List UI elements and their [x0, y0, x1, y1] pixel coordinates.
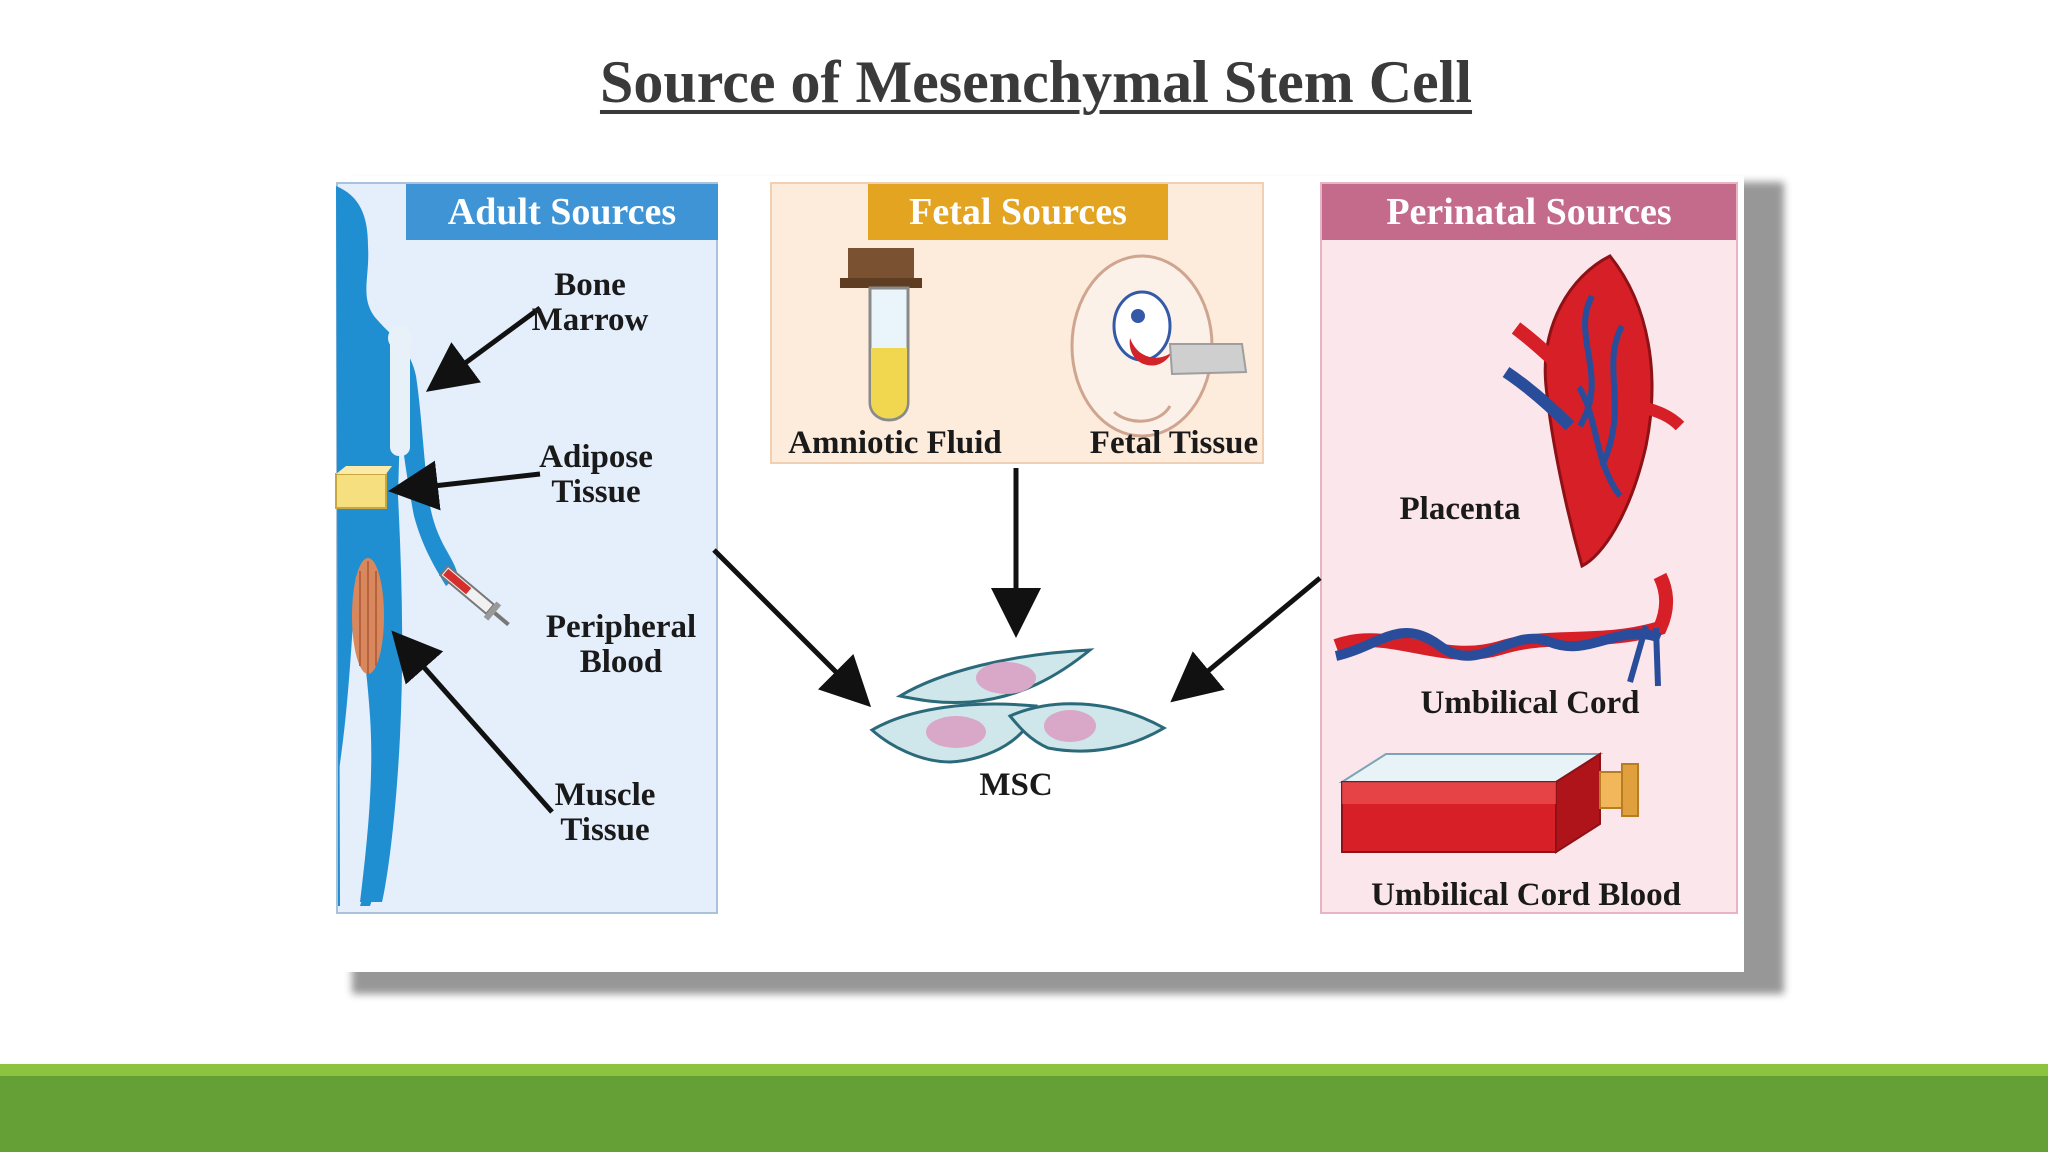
figure-artwork [335, 184, 1685, 906]
label-adipose-tissue: Adipose Tissue [539, 439, 653, 510]
slide-title: Source of Mesenchymal Stem Cell [599, 49, 1473, 115]
label-umbilical-cord: Umbilical Cord [1420, 685, 1640, 721]
label-peripheral-blood: Peripheral Blood [545, 609, 697, 680]
footer-stripe-dark [0, 1076, 2048, 1152]
arrow-muscle [391, 630, 554, 814]
fetal-tissue-embryo-icon [1070, 254, 1248, 438]
adult-sources-panel: Adult Sources [336, 182, 718, 914]
label-amniotic-fluid: Amniotic Fluid [788, 425, 1002, 461]
footer-stripe-light [0, 1064, 2048, 1076]
arrow-bone-marrow [425, 305, 542, 392]
arrow-adipose [388, 460, 541, 511]
msc-sources-figure: Adult Sources Fetal Sources Perinatal So… [330, 176, 1744, 972]
label-placenta: Placenta [1399, 491, 1521, 527]
arrow-perinatal-msc [1170, 576, 1322, 703]
fetal-sources-header: Fetal Sources [868, 184, 1168, 240]
amniotic-fluid-tube-icon [840, 248, 922, 422]
label-fetal-tissue: Fetal Tissue [1089, 425, 1259, 461]
perinatal-sources-header: Perinatal Sources [1322, 184, 1736, 240]
msc-cells-icon [869, 648, 1168, 764]
placenta-icon [1502, 254, 1685, 569]
arrow-adult-msc [712, 548, 872, 708]
adult-sources-header: Adult Sources [406, 184, 718, 240]
label-umbilical-cord-blood: Umbilical Cord Blood [1371, 877, 1681, 913]
umbilical-cord-icon [1333, 572, 1673, 687]
cord-blood-flask-icon [1338, 752, 1639, 854]
label-bone-marrow: Bone Marrow [531, 267, 649, 338]
label-msc: MSC [979, 767, 1053, 803]
human-body-icon [335, 184, 510, 906]
label-muscle-tissue: Muscle Tissue [554, 777, 656, 848]
